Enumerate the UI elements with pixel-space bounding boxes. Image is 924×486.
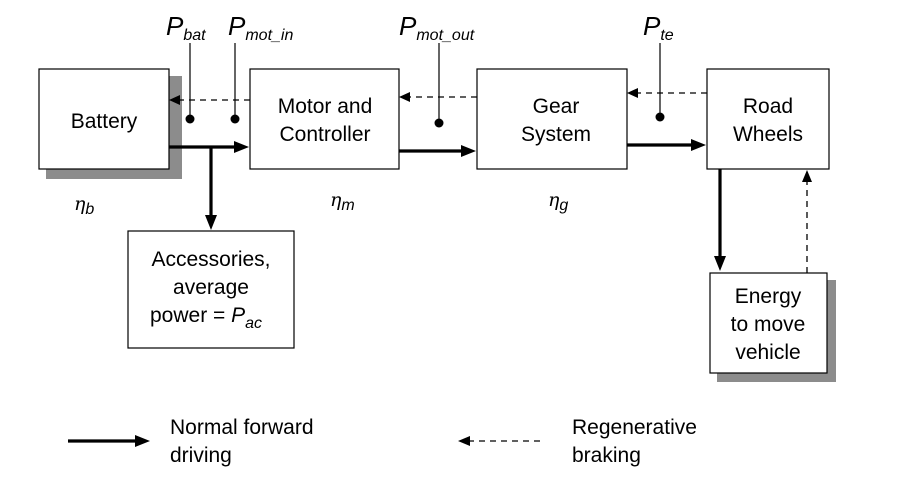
energy-label-line-1: Energy bbox=[735, 285, 802, 308]
energy-label-line-2: to move bbox=[731, 313, 806, 336]
energy-box bbox=[709, 272, 828, 374]
energy-to-wheels-arrowhead bbox=[802, 170, 812, 182]
eta-b-symbol: η bbox=[74, 193, 86, 215]
p-te-symbol: P bbox=[643, 11, 661, 41]
p-te-subscript: te bbox=[660, 27, 673, 44]
battery-box bbox=[38, 68, 170, 170]
motor-controller-box bbox=[249, 68, 400, 170]
p-bat-dot bbox=[185, 114, 195, 124]
eta-b-subscript: b bbox=[85, 201, 94, 218]
p-te-label: Pte bbox=[643, 11, 674, 44]
legend-dashed-arrowhead bbox=[458, 436, 470, 446]
eta-g-subscript: g bbox=[559, 197, 568, 214]
legend: Normal forward driving Regenerative brak… bbox=[68, 416, 697, 467]
wheels-to-gear-arrowhead bbox=[627, 88, 638, 98]
p-mot-in-dot bbox=[230, 114, 240, 124]
efficiency-labels: ηb ηm ηg bbox=[74, 189, 568, 218]
accessories-label-line-1: Accessories, bbox=[151, 248, 270, 271]
p-mot-in-label: Pmot_in bbox=[228, 11, 293, 44]
p-bat-subscript: bat bbox=[183, 27, 206, 44]
motor-to-battery-arrowhead bbox=[169, 95, 180, 105]
accessories-label-line-3: power = Pac bbox=[150, 304, 262, 332]
eta-m-symbol: η bbox=[330, 189, 342, 211]
p-te-dot bbox=[655, 112, 665, 122]
p-mot-in-symbol: P bbox=[228, 11, 246, 41]
to-accessories-arrowhead bbox=[205, 215, 217, 230]
legend-solid-arrowhead bbox=[135, 435, 150, 447]
energy-label-line-3: vehicle bbox=[735, 341, 800, 364]
wheels-label-line-2: Wheels bbox=[733, 123, 803, 146]
p-mot-out-subscript: mot_out bbox=[416, 27, 474, 44]
regenerative-flow-arrows bbox=[169, 88, 812, 273]
motor-to-gear-arrowhead bbox=[461, 145, 476, 157]
accessories-label-line-2: average bbox=[173, 276, 249, 299]
legend-solid-label-line-1: Normal forward bbox=[170, 416, 314, 439]
legend-solid-label-line-2: driving bbox=[170, 444, 232, 467]
p-bat-label: Pbat bbox=[166, 11, 206, 44]
road-wheels-block: Road Wheels bbox=[706, 68, 830, 170]
legend-dashed-label-line-2: braking bbox=[572, 444, 641, 467]
p-ac-symbol: P bbox=[231, 304, 245, 327]
gear-to-wheels-arrowhead bbox=[691, 139, 706, 151]
forward-flow-arrows bbox=[169, 139, 726, 271]
p-mot-in-subscript: mot_in bbox=[245, 27, 293, 44]
gear-to-motor-arrowhead bbox=[399, 92, 410, 102]
energy-block: Energy to move vehicle bbox=[709, 272, 836, 382]
road-wheels-box bbox=[706, 68, 830, 170]
wheels-label-line-1: Road bbox=[743, 95, 793, 118]
gear-label-line-1: Gear bbox=[533, 95, 580, 118]
eta-gear-label: ηg bbox=[548, 189, 568, 214]
motor-controller-block: Motor and Controller bbox=[249, 68, 400, 170]
p-ac-subscript: ac bbox=[245, 315, 262, 332]
measurement-points bbox=[185, 43, 665, 128]
battery-to-motor-arrowhead bbox=[234, 141, 249, 153]
legend-dashed-label-line-1: Regenerative bbox=[572, 416, 697, 439]
accessories-box bbox=[127, 230, 295, 349]
battery-block: Battery bbox=[38, 68, 182, 179]
gear-label-line-2: System bbox=[521, 123, 591, 146]
p-mot-out-symbol: P bbox=[399, 11, 417, 41]
eta-battery-label: ηb bbox=[74, 193, 94, 218]
gear-system-box bbox=[476, 68, 628, 170]
battery-label: Battery bbox=[71, 110, 138, 133]
wheels-to-energy-arrowhead bbox=[714, 256, 726, 271]
eta-motor-label: ηm bbox=[330, 189, 355, 214]
eta-g-symbol: η bbox=[548, 189, 560, 211]
gear-system-block: Gear System bbox=[476, 68, 628, 170]
motor-label-line-2: Controller bbox=[279, 123, 370, 146]
p-mot-out-dot bbox=[434, 118, 444, 128]
accessories-power-text: power = bbox=[150, 304, 231, 327]
power-labels: Pbat Pmot_in Pmot_out Pte bbox=[166, 11, 674, 44]
p-mot-out-label: Pmot_out bbox=[399, 11, 475, 44]
eta-m-subscript: m bbox=[341, 197, 354, 214]
p-bat-symbol: P bbox=[166, 11, 184, 41]
motor-label-line-1: Motor and bbox=[278, 95, 373, 118]
accessories-block: Accessories, average power = Pac bbox=[127, 230, 295, 349]
